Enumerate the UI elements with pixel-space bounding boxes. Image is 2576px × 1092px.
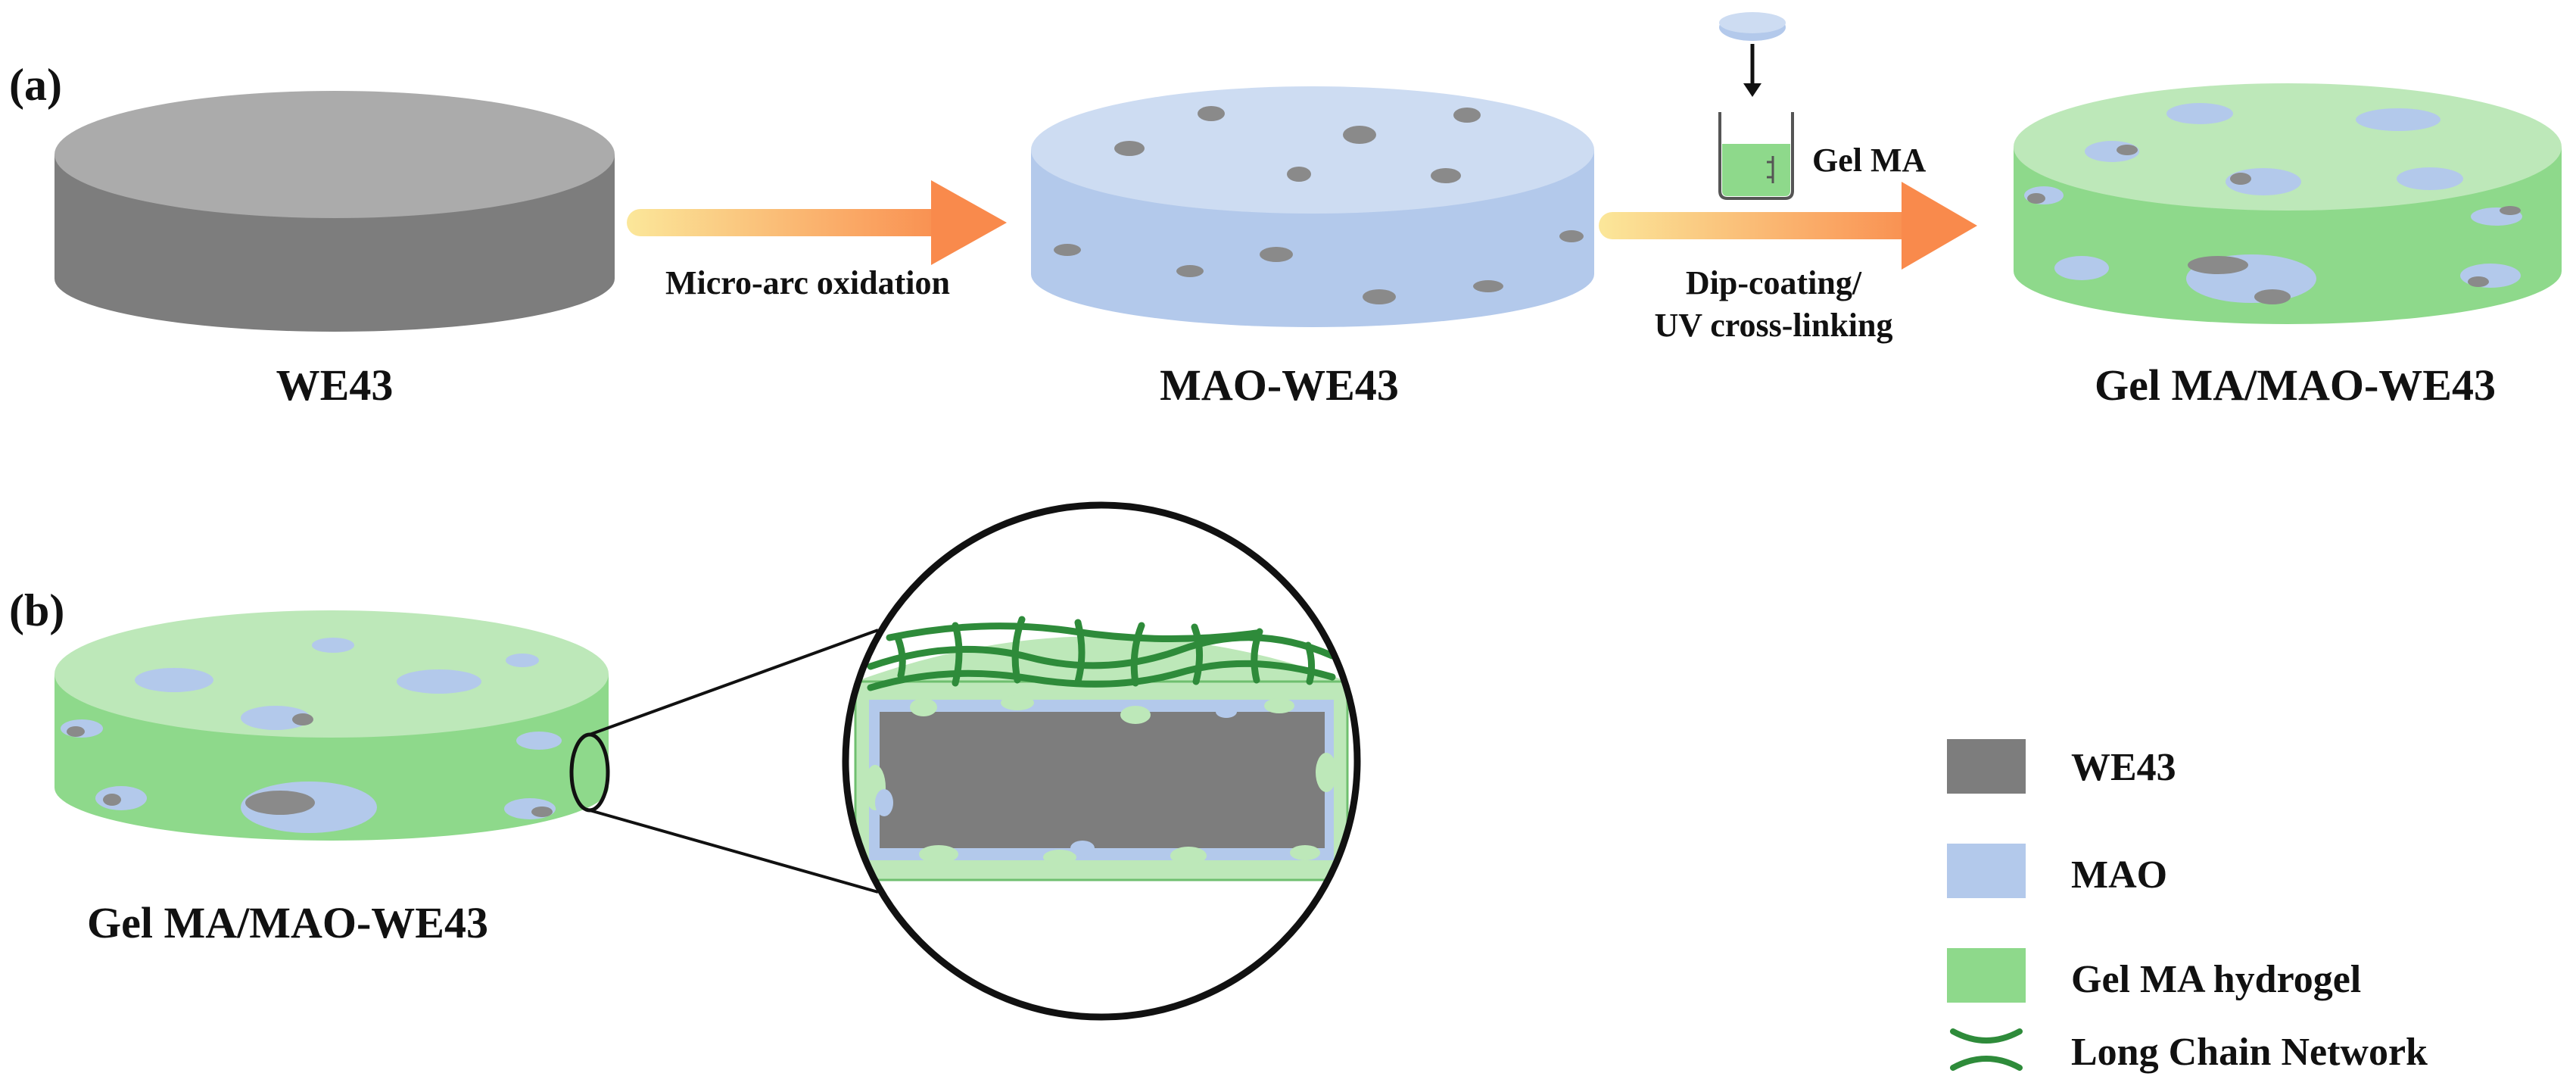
legend-label-we43: WE43 (2071, 746, 2176, 789)
legend-label-long-chain-network: Long Chain Network (2071, 1031, 2428, 1074)
mao-we43-disk (1031, 86, 1594, 327)
sample-disk-b (55, 610, 609, 841)
legend-label-gelma-hydrogel: Gel MA hydrogel (2071, 958, 2361, 1001)
sample-label-gelma-mao-we43: Gel MA/MAO-WE43 (87, 898, 488, 947)
legend-item-long-chain-network: Long Chain Network (1950, 1028, 2428, 1074)
process-arrow-1 (627, 180, 1007, 265)
panel-b-label: (b) (9, 585, 64, 635)
long-chain-network (867, 616, 1336, 691)
reagent-label-gelma: Gel MA (1812, 142, 1927, 179)
legend-item-mao: MAO (1947, 844, 2167, 898)
legend-item-we43: WE43 (1947, 739, 2176, 794)
stage-label-mao-we43: MAO-WE43 (1160, 360, 1399, 410)
panel-a-label: (a) (9, 60, 62, 110)
cross-section-mao-islands (875, 706, 1237, 856)
network-strand-icon (1950, 1028, 2023, 1071)
legend-swatch-we43 (1947, 739, 2026, 794)
sample-disk-side-pores (61, 719, 562, 833)
legend-swatch-gelma-hydrogel (1947, 948, 2026, 1003)
legend-swatch-mao (1947, 844, 2026, 898)
we43-disk (55, 91, 615, 332)
step-label-micro-arc-oxidation: Micro-arc oxidation (665, 264, 950, 301)
gel-disk-top-pores (2085, 103, 2463, 195)
sample-disk-top-pores (135, 638, 539, 730)
mao-pores (1054, 106, 1584, 304)
zoom-indicator (569, 629, 879, 894)
gelma-mao-we43-disk (2014, 83, 2562, 324)
cross-section-magnified (842, 501, 1361, 1021)
step-label-uv-cross-linking: UV cross-linking (1654, 307, 1892, 344)
legend-item-gelma-hydrogel: Gel MA hydrogel (1947, 948, 2361, 1003)
legend: WE43 MAO Gel MA hydrogel Long Chain Netw… (1947, 739, 2428, 1074)
step-label-dip-coating: Dip-coating/ (1686, 264, 1862, 301)
gel-disk-side-pores (2024, 186, 2522, 304)
stage-label-we43: WE43 (276, 360, 394, 410)
process-arrow-2 (1599, 182, 1977, 270)
stage-label-gelma-mao-we43: Gel MA/MAO-WE43 (2095, 360, 2496, 410)
cross-section-pores (864, 695, 1337, 865)
gelma-reagent-icon (1718, 12, 1794, 200)
legend-label-mao: MAO (2071, 853, 2167, 897)
